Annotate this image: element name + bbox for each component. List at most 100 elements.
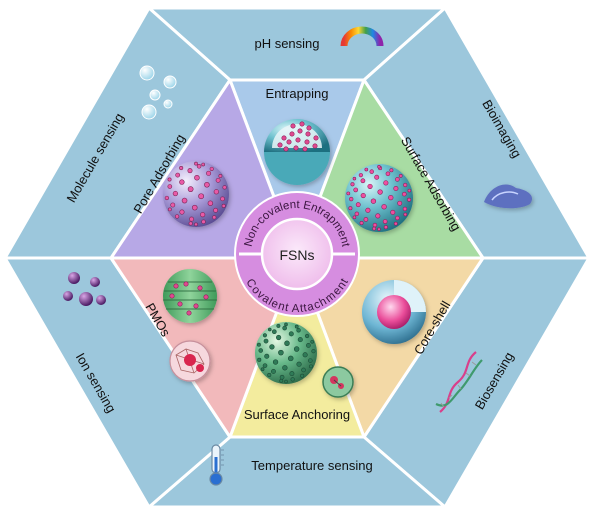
molecule-dot: [293, 346, 300, 352]
molecule-dot: [262, 363, 268, 368]
molecule-dot: [201, 162, 205, 167]
molecule-dot: [271, 368, 276, 374]
molecule-dot: [262, 333, 267, 338]
molecule-dot: [167, 207, 172, 212]
molecule-dot: [264, 353, 270, 359]
molecule-dot: [284, 340, 290, 346]
molecule-dot: [169, 293, 175, 299]
molecule-dot: [306, 125, 312, 131]
molecule-dot: [187, 186, 194, 193]
molecule-dot: [369, 169, 374, 174]
label-surface-anchoring: Surface Anchoring: [244, 407, 350, 422]
molecule-dot: [402, 191, 407, 197]
core-shell-illustration: [362, 280, 426, 344]
molecule-dot: [309, 364, 313, 369]
molecule-dot: [213, 207, 219, 213]
molecule-dot: [353, 187, 359, 193]
molecule-dot: [286, 139, 292, 145]
molecule-dot: [267, 372, 272, 378]
entrapped-molecules: [277, 121, 319, 152]
molecule-dot: [276, 323, 281, 328]
center-label: FSNs: [280, 247, 315, 263]
molecule-dot: [395, 215, 400, 221]
molecule-dot: [349, 196, 354, 202]
molecule-dot: [164, 195, 170, 201]
molecule-dot: [179, 209, 185, 215]
molecule-dot: [170, 202, 176, 208]
molecule-dot: [296, 328, 301, 333]
molecule-dot: [172, 190, 179, 197]
molecule-dot: [287, 355, 294, 362]
outer-panels: [3, 6, 591, 509]
molecule-dot: [281, 135, 287, 141]
molecule-dot: [191, 204, 198, 211]
molecule-dot: [305, 131, 311, 137]
molecule-dot: [300, 373, 305, 378]
molecule-dot: [284, 379, 288, 384]
ion-spheres-icon: [63, 272, 106, 306]
molecule-dot: [395, 177, 400, 182]
molecule-dot: [204, 181, 210, 188]
molecule-dot: [263, 338, 269, 344]
molecule-dot: [302, 146, 308, 152]
molecule-dot: [294, 324, 299, 329]
bubbles-icon: [139, 65, 177, 120]
molecule-dot: [304, 139, 310, 145]
molecule-dot: [375, 213, 381, 219]
molecule-dot: [360, 178, 366, 184]
molecule-dot: [200, 212, 206, 218]
molecule-dot: [260, 367, 265, 372]
molecule-dot: [278, 349, 284, 356]
surface-adsorbing-illustration: [345, 164, 413, 232]
molecule-dot: [167, 184, 173, 189]
molecule-dot: [189, 216, 194, 222]
anchor-dots: [257, 322, 316, 384]
molecule-dot: [407, 188, 412, 193]
pore-dots: [164, 161, 227, 227]
molecule-dot: [390, 209, 396, 215]
molecule-dot: [194, 161, 198, 166]
molecule-dot: [397, 200, 403, 206]
molecule-dot: [194, 174, 200, 181]
molecule-dot: [363, 217, 369, 222]
molecule-dot: [290, 123, 296, 129]
molecule-dot: [222, 185, 227, 190]
molecule-dot: [276, 334, 282, 341]
molecule-dot: [306, 343, 311, 348]
molecule-dot: [348, 206, 353, 211]
molecule-dot: [289, 131, 295, 137]
molecule-dot: [283, 146, 289, 152]
molecule-dot: [385, 171, 391, 177]
molecule-dot: [407, 197, 412, 202]
label-ph-sensing: pH sensing: [254, 36, 319, 51]
molecule-dot: [354, 211, 360, 217]
molecule-dot: [279, 374, 285, 380]
molecule-dot: [374, 174, 380, 180]
molecule-dot: [311, 349, 316, 354]
molecule-dot: [201, 219, 206, 224]
molecule-dot: [352, 215, 357, 220]
molecule-dot: [402, 206, 408, 212]
molecule-dot: [220, 196, 225, 202]
molecule-dot: [267, 327, 272, 332]
molecule-dot: [288, 331, 294, 337]
molecule-dot: [284, 322, 288, 327]
molecule-dot: [177, 301, 183, 307]
molecule-dot: [167, 177, 172, 182]
molecule-dot: [196, 164, 202, 169]
pmo-dots: [169, 281, 209, 316]
molecule-dot: [179, 165, 184, 171]
molecule-dot: [310, 339, 315, 344]
molecule-dot: [293, 145, 299, 151]
molecule-dot: [174, 214, 180, 219]
molecule-dot: [179, 179, 185, 185]
thermometer-icon: [209, 444, 224, 486]
molecule-dot: [181, 197, 188, 204]
molecule-dot: [304, 333, 310, 339]
molecule-dot: [279, 378, 284, 383]
molecule-dot: [403, 182, 408, 188]
molecule-dot: [377, 189, 383, 195]
molecule-dot: [398, 173, 403, 178]
molecule-dot: [372, 226, 377, 231]
